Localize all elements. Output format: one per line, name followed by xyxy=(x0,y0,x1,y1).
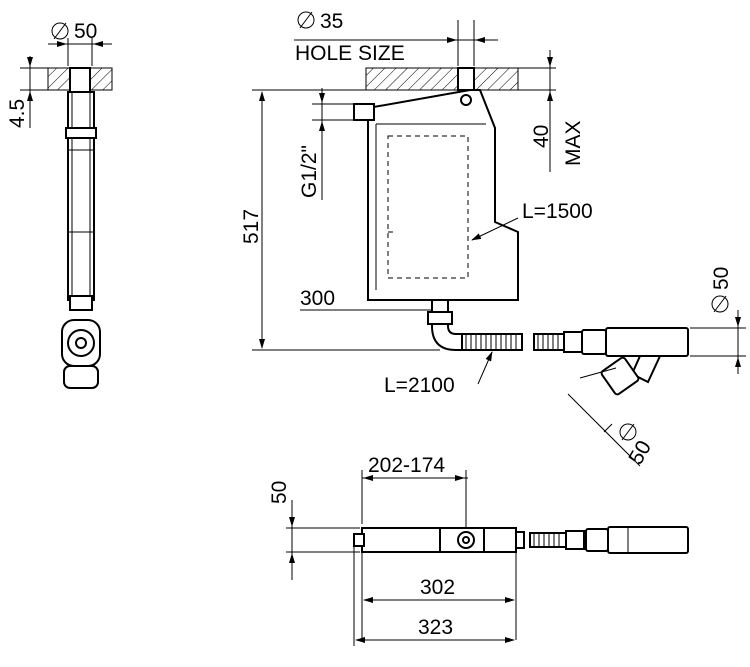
hole-size-label: HOLE SIZE xyxy=(295,42,405,65)
diameter-symbol-icon xyxy=(297,11,315,29)
dim-max-40: 40 xyxy=(530,125,553,148)
diameter-symbol-icon xyxy=(51,22,69,40)
dim-dia-35: 35 xyxy=(320,10,343,33)
plan-corrugated-pipe xyxy=(515,526,689,554)
side-view: 50 4.5 xyxy=(6,20,113,389)
dim-height-517: 517 xyxy=(240,209,263,244)
ceiling-slab-main xyxy=(365,67,519,91)
dim-width-302: 302 xyxy=(420,576,455,599)
diameter-symbol-icon xyxy=(619,423,637,441)
dim-dia-50-top: 50 xyxy=(74,20,97,43)
dim-g-half: G1/2" xyxy=(298,145,321,198)
y-fitting xyxy=(563,327,689,396)
dim-height-50: 50 xyxy=(268,481,291,504)
dim-span-202-174: 202-174 xyxy=(368,454,445,477)
front-view: 35 HOLE SIZE 40 MAX G1/2" xyxy=(240,10,746,469)
pipe-length-2100: L=2100 xyxy=(384,374,455,397)
dim-offset-4-5: 4.5 xyxy=(6,99,29,128)
pipe-length-1500: L=1500 xyxy=(522,200,593,223)
cistern-tank xyxy=(367,89,519,301)
dim-max-label: MAX xyxy=(562,120,585,166)
diameter-symbol-icon xyxy=(711,295,729,313)
corrugated-pipe xyxy=(461,333,565,351)
plan-view: 202-174 50 302 xyxy=(268,454,689,646)
dim-dia-50-branch: 50 xyxy=(624,437,656,469)
dim-dia-50-outlet: 50 xyxy=(710,267,733,290)
dim-width-323: 323 xyxy=(418,616,453,639)
dim-depth-300: 300 xyxy=(300,287,335,310)
